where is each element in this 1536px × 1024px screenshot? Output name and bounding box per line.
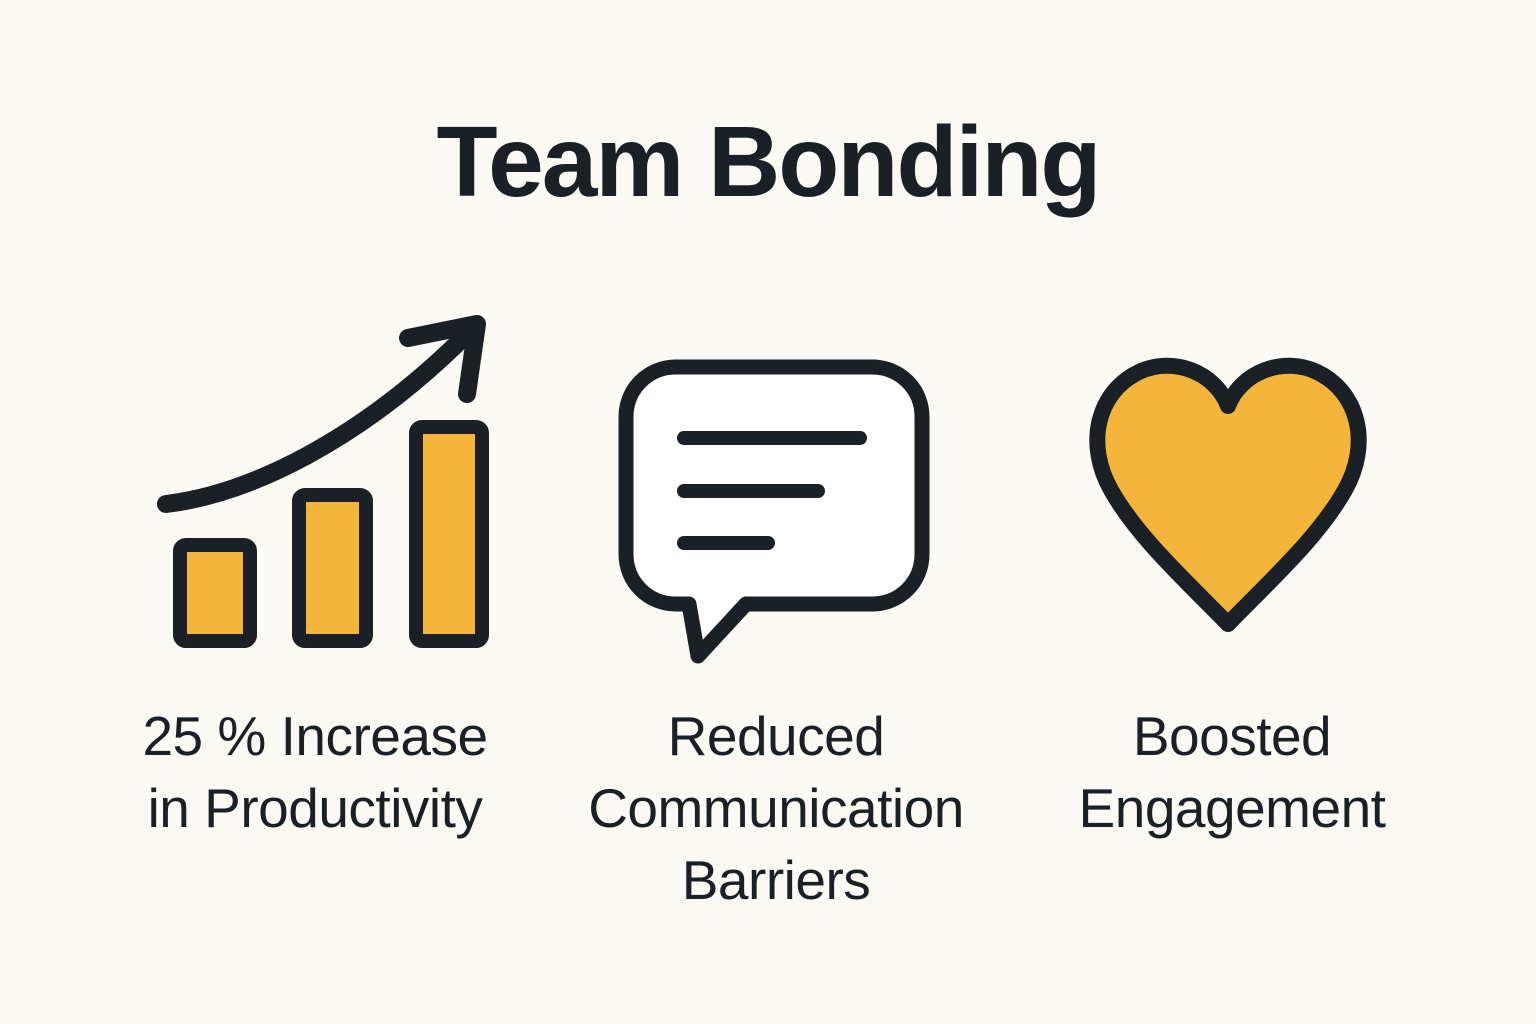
bubble-outline	[618, 359, 930, 664]
growth-curve	[157, 327, 474, 513]
feature-label-engagement: Boosted Engagement	[1078, 705, 1386, 839]
bar-medium	[292, 488, 373, 648]
feature-label-productivity: 25 % Increase in Productivity	[142, 705, 488, 839]
bar-tall	[409, 420, 489, 648]
growth-bar-chart-icon	[150, 308, 510, 663]
page-title: Team Bonding	[436, 106, 1101, 218]
speech-bubble-icon	[612, 352, 944, 664]
feature-label-communication: Reduced Communication Barriers	[588, 705, 964, 911]
heart-icon	[1075, 348, 1385, 648]
bar-small	[173, 538, 257, 648]
heart-shape	[1089, 357, 1367, 632]
arrowhead	[399, 315, 486, 403]
